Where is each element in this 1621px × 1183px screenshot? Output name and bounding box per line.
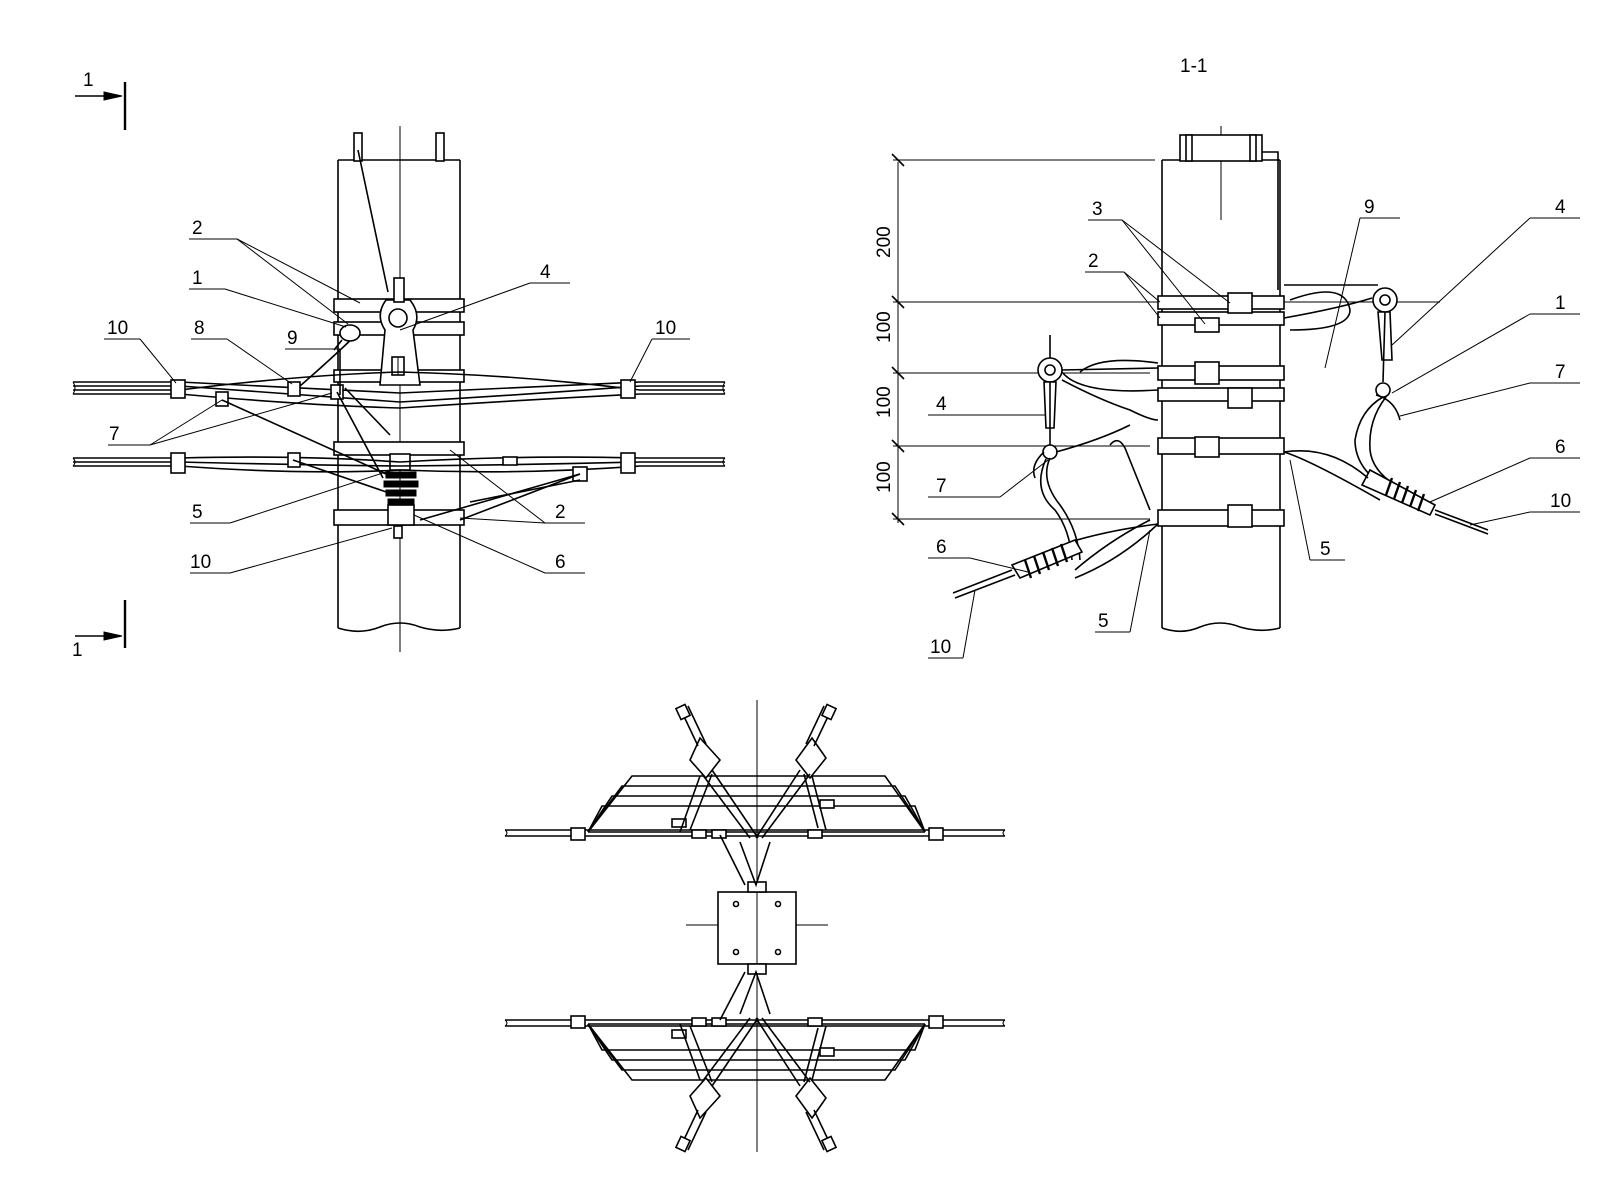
front-label-4: 4: [540, 262, 551, 283]
side-label-5-right: 5: [1320, 539, 1331, 560]
front-label-6: 6: [555, 552, 566, 573]
dim-100-c: 100: [874, 461, 895, 493]
side-label-2: 2: [1088, 251, 1099, 272]
section-mark-top-label: 1: [83, 70, 94, 91]
side-label-6-left: 6: [936, 537, 947, 558]
bands-side: [1157, 292, 1285, 528]
lower-bundle-plan: [504, 969, 1006, 1153]
side-label-9: 9: [1364, 197, 1375, 218]
side-label-6-right: 6: [1555, 437, 1566, 458]
side-label-4-right: 4: [1555, 197, 1566, 218]
leaders-front: [104, 238, 690, 574]
clamp-9-front: [333, 324, 361, 351]
front-label-2-top: 2: [192, 218, 203, 239]
side-label-3: 3: [1092, 199, 1103, 220]
leaders-side: [928, 217, 1580, 659]
pole-side: [1161, 126, 1281, 633]
pole-plate-plan: [717, 881, 797, 975]
front-label-10-left: 10: [107, 318, 128, 339]
insulator-fins-left: [1023, 543, 1069, 579]
side-label-4-left: 4: [936, 394, 947, 415]
front-label-10-right: 10: [655, 318, 676, 339]
side-label-10-left: 10: [930, 637, 951, 658]
left-clamp-assembly: [952, 335, 1159, 599]
anchor-clamp-front: [379, 277, 421, 386]
upper-bundle-plan: [504, 703, 1006, 888]
dimension-chain: 200 100 100 100: [874, 153, 1440, 526]
side-label-10-right: 10: [1550, 491, 1571, 512]
front-label-9: 9: [287, 328, 298, 349]
side-label-1: 1: [1555, 293, 1566, 314]
front-label-5: 5: [192, 502, 203, 523]
dim-200: 200: [874, 226, 895, 258]
pole-front: [337, 126, 461, 652]
side-label-7-right: 7: [1555, 362, 1566, 383]
right-clamp-assembly: [1283, 284, 1489, 535]
side-label-5-left: 5: [1098, 611, 1109, 632]
upper-cables-front: [72, 334, 726, 479]
section-mark-top: 1: [75, 70, 127, 130]
front-label-7: 7: [109, 424, 120, 445]
lower-cables-front: [72, 452, 726, 521]
front-label-1: 1: [192, 268, 203, 289]
section-mark-bottom-label: 1: [72, 640, 83, 661]
insulator-fins-right: [1384, 477, 1426, 512]
section-mark-bottom: 1: [72, 600, 127, 661]
plan-view: [504, 700, 1006, 1153]
dim-100-a: 100: [874, 311, 895, 343]
dim-100-b: 100: [874, 386, 895, 418]
front-label-2-bottom: 2: [555, 502, 566, 523]
side-view: 1-1 200 100 100: [874, 56, 1580, 659]
front-label-10-bottom: 10: [190, 552, 211, 573]
front-view: 1 1: [72, 70, 726, 661]
side-label-7-left: 7: [936, 476, 947, 497]
front-label-8: 8: [194, 318, 205, 339]
view-title: 1-1: [1180, 56, 1207, 77]
